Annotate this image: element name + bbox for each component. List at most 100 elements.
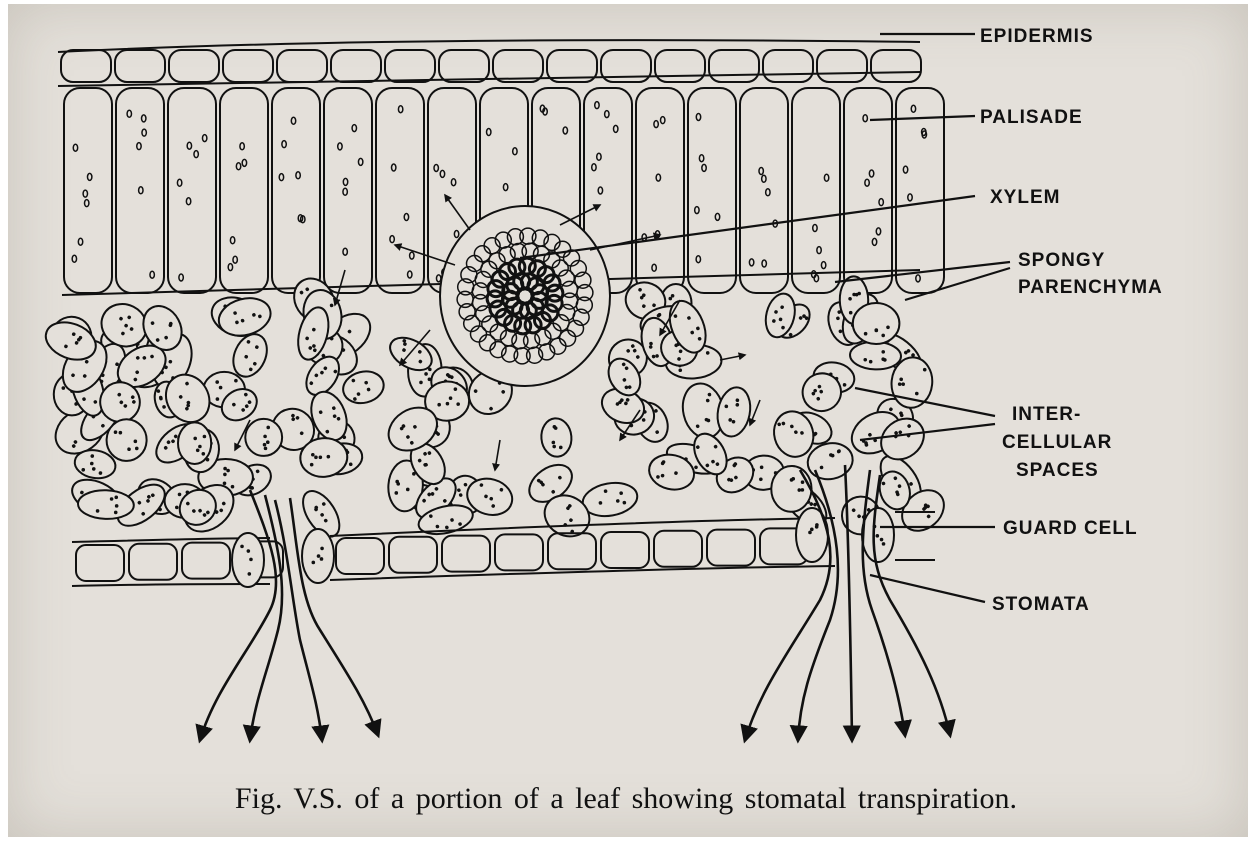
chloroplast xyxy=(872,238,876,245)
leader-palisade xyxy=(870,116,975,120)
epidermis-cell xyxy=(385,50,435,82)
spongy-cell xyxy=(771,465,813,512)
chloroplast xyxy=(358,158,362,165)
chloroplast xyxy=(73,144,77,151)
chloroplast xyxy=(869,170,873,177)
chloroplast xyxy=(656,174,660,181)
palisade-cell xyxy=(740,88,788,293)
chloroplast xyxy=(87,173,91,180)
chloroplast xyxy=(598,187,602,194)
label-spaces: SPACES xyxy=(1016,460,1099,481)
spongy-cell xyxy=(178,422,211,464)
lower-epidermis-cell xyxy=(129,544,177,580)
figure-caption: Fig. V.S. of a portion of a leaf showing… xyxy=(0,782,1252,816)
chloroplast xyxy=(296,172,300,179)
label-xylem: XYLEM xyxy=(990,187,1060,208)
guard-cell-body xyxy=(232,533,264,587)
chloroplast xyxy=(291,117,295,124)
chloroplast xyxy=(343,248,347,255)
chloroplast xyxy=(595,102,599,109)
chloroplast-dot xyxy=(196,449,200,453)
palisade-cell xyxy=(168,88,216,293)
lower-epidermis-cell xyxy=(548,533,596,569)
chloroplast-dot xyxy=(240,545,244,549)
chloroplast xyxy=(127,110,131,117)
chloroplast xyxy=(343,178,347,185)
epidermis-cell xyxy=(169,50,219,82)
chloroplast xyxy=(696,256,700,263)
chloroplast-dot xyxy=(219,386,223,390)
epidermis-cell xyxy=(871,50,921,82)
palisade-cell xyxy=(64,88,112,293)
chloroplast xyxy=(434,164,438,171)
chloroplast-dot xyxy=(320,547,324,551)
chloroplast xyxy=(922,131,926,138)
spongy-cell xyxy=(853,303,900,344)
spongy-cell-wall xyxy=(178,422,211,464)
spongy-cell-wall xyxy=(850,341,902,370)
spongy-cell xyxy=(540,417,573,458)
chloroplast xyxy=(440,170,444,177)
chloroplast-dot xyxy=(249,558,253,562)
chloroplast xyxy=(759,168,763,175)
chloroplast xyxy=(282,141,286,148)
spongy-cell-wall xyxy=(771,465,813,512)
palisade-cell xyxy=(376,88,424,293)
epidermis-cell xyxy=(277,50,327,82)
chloroplast-dot xyxy=(223,482,227,486)
label-stomata: STOMATA xyxy=(992,594,1090,615)
chloroplast xyxy=(762,175,766,182)
spongy-cell xyxy=(106,418,148,462)
chloroplast xyxy=(398,106,402,113)
epidermis-cell xyxy=(331,50,381,82)
chloroplast xyxy=(487,129,491,136)
chloroplast xyxy=(749,259,753,266)
chloroplast-dot xyxy=(312,561,316,565)
chloroplast xyxy=(597,153,601,160)
chloroplast-dot xyxy=(223,467,227,471)
diffusion-arrow xyxy=(720,355,745,360)
chloroplast xyxy=(230,237,234,244)
upper-epidermis xyxy=(58,40,921,86)
chloroplast xyxy=(78,238,82,245)
bundle-sheath xyxy=(440,206,610,386)
chloroplast-dot xyxy=(317,554,321,558)
xylem-bundle xyxy=(440,206,610,386)
chloroplast xyxy=(390,236,394,243)
epidermis-cell xyxy=(763,50,813,82)
chloroplast xyxy=(503,184,507,191)
chloroplast-dot xyxy=(671,294,675,298)
chloroplast xyxy=(72,255,76,262)
chloroplast xyxy=(451,179,455,186)
epidermis-cell xyxy=(115,50,165,82)
chloroplast-dot xyxy=(808,531,812,535)
chloroplast xyxy=(408,271,412,278)
guard-cell xyxy=(232,533,264,587)
spongy-cell-wall xyxy=(78,489,135,520)
spongy-cell-wall xyxy=(106,418,148,462)
chloroplast xyxy=(879,199,883,206)
chloroplast-dot xyxy=(669,297,673,301)
chloroplast xyxy=(83,190,87,197)
chloroplast xyxy=(392,164,396,171)
epidermis-cell xyxy=(439,50,489,82)
chloroplast-dot xyxy=(203,435,207,439)
chloroplast xyxy=(661,117,665,124)
label-cellular: CELLULAR xyxy=(1002,432,1112,453)
chloroplast xyxy=(655,231,659,238)
chloroplast xyxy=(352,125,356,132)
epidermis-cell xyxy=(817,50,867,82)
chloroplast xyxy=(186,198,190,205)
chloroplast-dot xyxy=(202,452,206,456)
palisade-cell xyxy=(116,88,164,293)
chloroplast-dot xyxy=(881,334,885,338)
chloroplast xyxy=(908,194,912,201)
guard-cell xyxy=(302,529,334,583)
spongy-cell-wall xyxy=(853,303,900,344)
chloroplast-dot xyxy=(248,572,252,576)
lower-epidermis-cell xyxy=(654,531,702,567)
chloroplast xyxy=(137,143,141,150)
chloroplast-dot xyxy=(880,538,884,542)
chloroplast xyxy=(863,115,867,122)
